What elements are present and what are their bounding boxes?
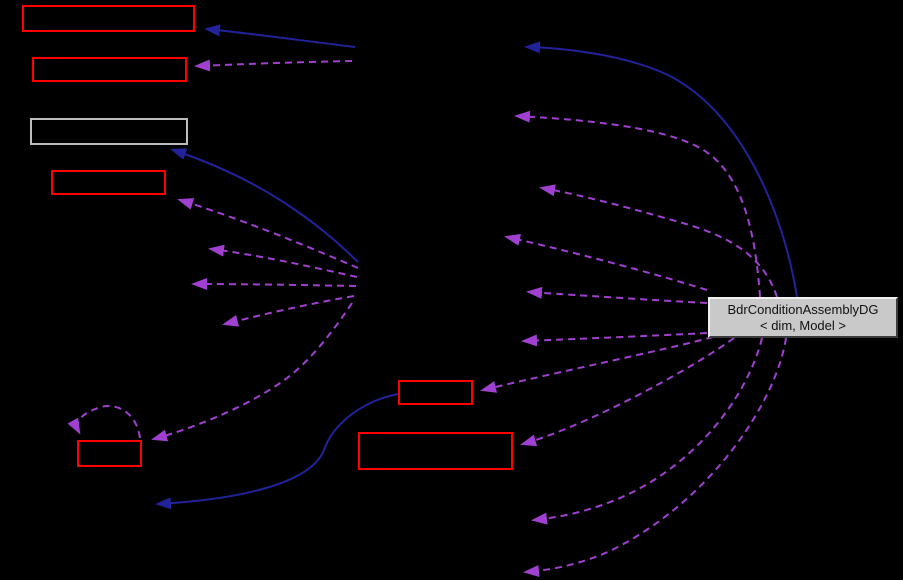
edge-dashed-from-central-4 (526, 286, 708, 304)
edge-dashed-fan-2 (208, 244, 358, 278)
class-node-5[interactable] (398, 380, 473, 405)
edge-dashed-from-central-6 (531, 337, 763, 525)
edge-dashed-central-to-node-6 (520, 337, 735, 447)
edge-dashed-to-node-2 (194, 59, 353, 72)
edge-dashed-to-node-4 (177, 198, 359, 269)
class-node-7[interactable] (77, 440, 142, 467)
edge-dashed-from-central-7 (523, 337, 787, 577)
class-node-2[interactable] (32, 57, 187, 82)
class-node-4[interactable] (51, 170, 166, 195)
edge-solid-to-node-3 (170, 148, 359, 263)
central-class-node: BdrConditionAssemblyDG < dim, Model > (708, 297, 898, 338)
edge-dashed-self-loop-node-7 (67, 405, 141, 439)
edge-dashed-fan-4 (222, 295, 355, 327)
class-node-3[interactable] (30, 118, 188, 145)
class-node-1[interactable] (22, 5, 195, 32)
central-node-label-line1: BdrConditionAssemblyDG (727, 301, 879, 317)
edge-solid-from-central-top (524, 41, 798, 298)
class-node-6[interactable] (358, 432, 513, 470)
edge-dashed-central-to-node-5 (480, 336, 714, 393)
edge-dashed-fan-3 (191, 278, 357, 291)
edge-dashed-to-node-7 (151, 302, 353, 442)
edge-dashed-from-central-1 (514, 110, 761, 298)
edge-dashed-from-central-5 (521, 332, 708, 347)
edge-dashed-from-central-2 (539, 184, 778, 298)
central-node-label-line2: < dim, Model > (760, 317, 846, 333)
edge-solid-to-node-1 (204, 24, 356, 48)
edge-dashed-from-central-3 (504, 233, 708, 291)
edge-solid-from-node-5-bottom (155, 393, 399, 510)
